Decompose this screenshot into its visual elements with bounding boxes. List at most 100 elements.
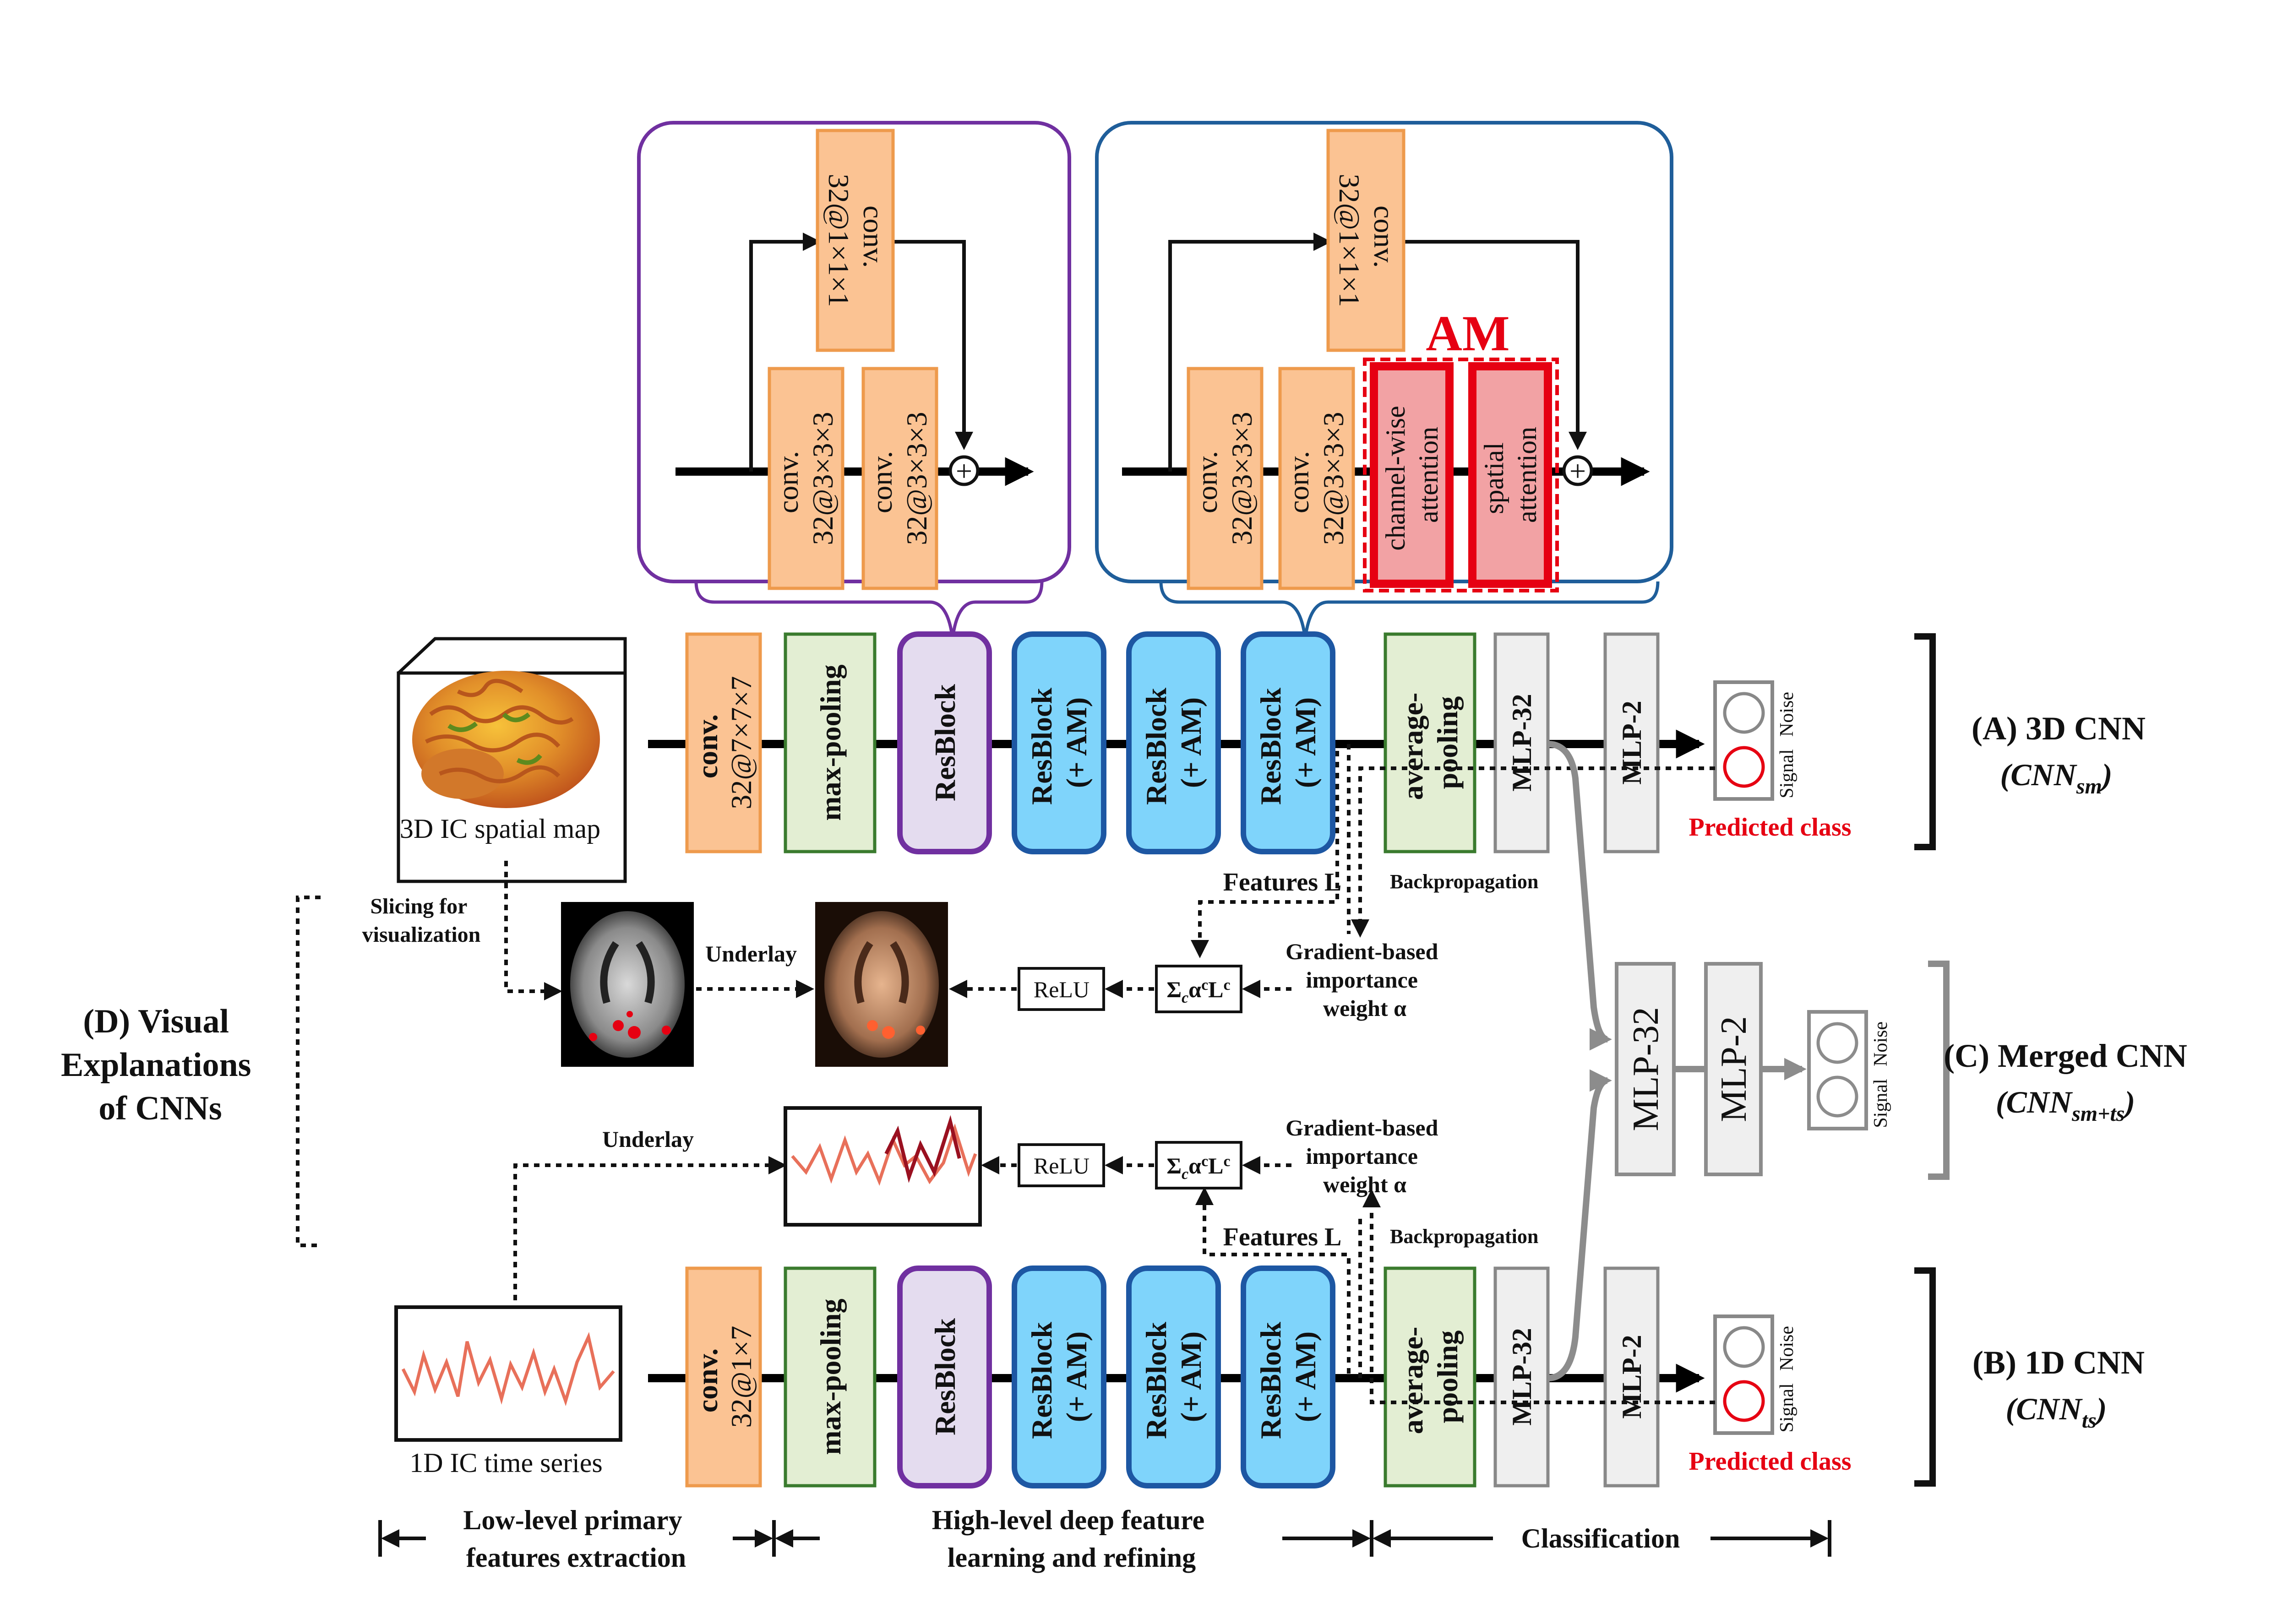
resblock-detail-frame [637,121,1071,583]
svg-text:ResBlock (+ AM): ResBlock (+ AM) [1025,1314,1093,1439]
heatmap-overlay-image [815,902,948,1067]
pipeline-3d-cnn: 3D IC spatial map conv. 32@7×7×7 max-poo… [397,631,2146,958]
svg-text:MLP-2: MLP-2 [1617,701,1647,784]
svg-text:+: + [1569,455,1586,487]
resblock-am-detail: conv. 32@1×1×1 conv. 32@3×3×3 conv. 32@3… [1095,121,1673,639]
high-level-label: High-level deep feature learning and ref… [932,1505,1211,1573]
title-merged-cnn: (C) Merged CNN [1944,1037,2187,1074]
resblock-am-1d-1 [1012,1266,1106,1488]
resblock-am-3d-2 [1126,631,1221,854]
svg-text:ResBlock (+ AM): ResBlock (+ AM) [1140,1314,1207,1439]
predicted-class-3d: Predicted class [1689,813,1851,842]
underlay-label-bottom: Underlay [602,1126,694,1152]
svg-text:ReLU: ReLU [1034,1153,1089,1179]
brain-surface-image [397,637,627,883]
resblock-detail-sum-node [948,455,980,486]
svg-text:MLP-2: MLP-2 [1714,1016,1754,1122]
svg-text:ResBlock (+ AM): ResBlock (+ AM) [1254,1314,1322,1439]
svg-text:MLP-2: MLP-2 [1617,1335,1647,1418]
svg-text:Signal: Signal [1776,1383,1798,1432]
slicing-label: Slicing for visualization [362,894,481,947]
mri-slice-image [561,902,694,1067]
svg-text:MLP-32: MLP-32 [1507,1328,1537,1425]
svg-text:Signal: Signal [1870,1079,1891,1128]
merged-signal-circle [1816,1075,1858,1118]
resblock-am-detail-shortcut-conv [1326,129,1405,352]
svg-text:channel-wise attention: channel-wise attention [1380,399,1444,551]
resblock-1d [897,1266,992,1488]
conv-block-3d [685,632,762,853]
features-label-bottom: Features L [1223,1223,1342,1251]
merged-cnn: MLP-32 MLP-2 Noise Signal (C) Merged CNN… [1547,741,2187,1381]
gradient-label-bottom: Gradient-based importance weight α [1286,1115,1444,1197]
gradient-label-top: Gradient-based importance weight α [1286,939,1444,1021]
subtitle-1d-cnn: (CNNts) [2006,1391,2107,1433]
svg-text:max-pooling: max-pooling [814,1298,847,1455]
svg-text:average- pooling: average- pooling [1396,685,1464,800]
avgpool-block-3d [1384,632,1476,853]
svg-text:ResBlock: ResBlock [929,1318,961,1435]
title-1d-cnn: (B) 1D CNN [1972,1344,2145,1381]
mlp32-block-1d [1493,1266,1550,1488]
resblock-am-3d-3 [1241,631,1335,854]
svg-text:ΣcαcLc: ΣcαcLc [1166,1153,1230,1183]
spatial-attention-block [1468,362,1552,588]
resblock-am-detail-sum-node [1562,455,1593,486]
classification-label: Classification [1521,1523,1680,1553]
am-dashed-frame [1363,358,1559,592]
mlp2-block-1d [1603,1266,1660,1488]
resblock-detail: conv. 32@1×1×1 conv. 32@3×3×3 conv. 32@3… [637,121,1071,639]
resblock-am-detail-conv-a [1187,367,1264,590]
low-level-label: Low-level primary features extraction [463,1505,689,1573]
subtitle-3d-cnn: (CNNsm) [2000,757,2113,798]
backprop-label-top: Backpropagation [1390,870,1538,893]
relu-box-bottom [1018,1143,1105,1187]
svg-text:conv. 32@3×3×3: conv. 32@3×3×3 [1191,412,1258,545]
svg-text:ResBlock: ResBlock [929,684,961,801]
resblock-am-1d-2 [1126,1266,1221,1488]
mlp2-block-3d [1603,632,1660,853]
weighted-sum-box-bottom [1155,1141,1242,1189]
svg-text:+: + [956,455,972,487]
svg-text:conv. 32@3×3×3: conv. 32@3×3×3 [866,412,933,545]
stage-labels: Low-level primary features extraction Hi… [378,1505,1831,1573]
svg-text:conv. 32@7×7×7: conv. 32@7×7×7 [691,676,757,809]
signal-circle-3d [1723,746,1765,788]
svg-text:ResBlock (+ AM): ResBlock (+ AM) [1025,680,1093,805]
svg-text:conv. 32@3×3×3: conv. 32@3×3×3 [1282,412,1350,545]
resblock-detail-shortcut-conv [816,129,895,352]
svg-text:spatial attention: spatial attention [1479,427,1542,523]
resblock-detail-bracket [694,581,1044,639]
resblock-am-detail-bracket [1159,581,1660,639]
svg-text:Noise: Noise [1870,1021,1891,1066]
resblock-am-3d-1 [1012,631,1106,854]
title-visual-explanations: (D) Visual Explanations of CNNs [61,1003,260,1127]
visual-explanations: (D) Visual Explanations of CNNs Slicing … [61,861,1538,1300]
svg-text:Noise: Noise [1776,692,1798,737]
svg-text:ReLU: ReLU [1034,977,1089,1002]
timeseries-heatmap-image [784,1106,982,1227]
relu-box-top [1018,967,1105,1011]
svg-text:conv. 32@1×1×1: conv. 32@1×1×1 [1333,174,1400,307]
noise-circle-1d [1723,1326,1765,1368]
resblock-detail-conv-b [861,367,938,590]
svg-text:conv. 32@1×7: conv. 32@1×7 [691,1325,757,1428]
svg-text:ΣcαcLc: ΣcαcLc [1166,977,1230,1006]
resblock-am-1d-3 [1241,1266,1335,1488]
avgpool-block-1d [1384,1266,1476,1488]
timeseries-input-image [394,1305,622,1442]
title-3d-cnn: (A) 3D CNN [1972,710,2146,747]
svg-text:conv. 32@3×3×3: conv. 32@3×3×3 [772,412,839,545]
subtitle-merged-cnn: (CNNsm+ts) [1996,1085,2135,1126]
svg-text:ResBlock (+ AM): ResBlock (+ AM) [1254,680,1322,805]
pipeline-1d-cnn: 1D IC time series conv. 32@1×7 max-pooli… [394,1187,2145,1488]
am-title: AM [1426,305,1509,361]
resblock-detail-conv-a [768,367,844,590]
input-caption-3d: 3D IC spatial map [400,814,600,844]
svg-text:Signal: Signal [1776,749,1798,798]
signal-circle-1d [1723,1380,1765,1422]
backprop-label-bottom: Backpropagation [1390,1225,1538,1248]
maxpool-block-3d [784,632,877,853]
resblock-am-detail-conv-b [1278,367,1355,590]
